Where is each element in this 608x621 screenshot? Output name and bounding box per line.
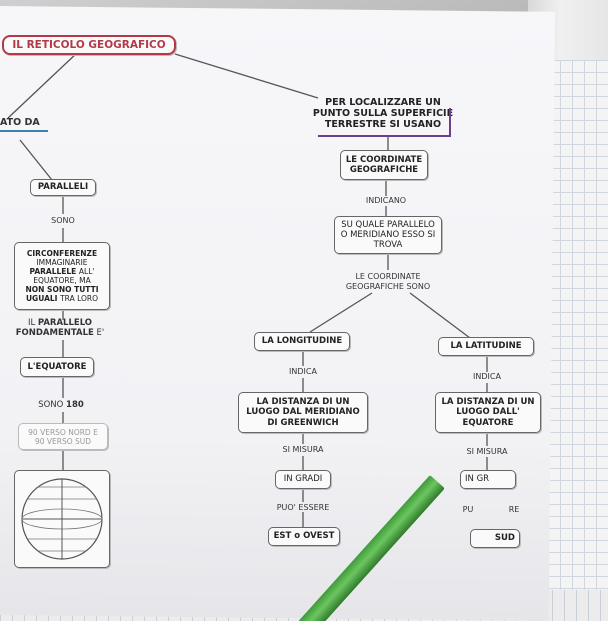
sono-label: SONO xyxy=(51,216,75,225)
in-gradi-left-box: IN GRADI xyxy=(275,470,331,489)
left-partial-underline xyxy=(0,130,48,132)
nord-sud-box: 90 VERSO NORD E 90 VERSO SUD xyxy=(18,423,108,450)
equatore-box: L'EQUATORE xyxy=(20,357,94,377)
est-ovest-box: EST o OVEST xyxy=(268,527,340,546)
title-box: IL RETICOLO GEOGRAFICO xyxy=(2,35,176,55)
puo-essere-left-label: PUO' ESSERE xyxy=(276,503,330,512)
left-partial-label: ATO DA xyxy=(0,117,40,128)
circ-line-6: UGUALI TRA LORO xyxy=(25,294,99,303)
puo-essere-right-label: PU xyxy=(462,505,474,514)
longitude-definition-box: LA DISTANZA DI UN LUOGO DAL MERIDIANO DI… xyxy=(238,392,368,433)
globe-icon xyxy=(21,478,103,560)
puo-essere-right-label-2: RE xyxy=(508,505,520,514)
globe-box xyxy=(14,470,110,568)
notebook-page xyxy=(548,60,608,621)
si-misura-left-label: SI MISURA xyxy=(282,445,324,454)
il-parallelo-label: IL PARALLELO FONDAMENTALE E' xyxy=(15,318,105,339)
longitude-box: LA LONGITUDINE xyxy=(254,332,350,351)
coords-are-label: LE COORDINATE GEOGRAFICHE SONO xyxy=(345,272,431,291)
circ-line-1: CIRCONFERENZE xyxy=(26,249,98,258)
sono-180-label: SONO 180 xyxy=(38,400,84,410)
coordinate-box: LE COORDINATE GEOGRAFICHE xyxy=(340,150,428,180)
paralleli-box: PARALLELI xyxy=(30,179,96,196)
indica-left-label: INDICA xyxy=(289,367,317,376)
in-gradi-right-box: IN GR xyxy=(460,470,516,489)
which-parallel-box: SU QUALE PARALLELO O MERIDIANO ESSO SI T… xyxy=(334,216,442,254)
right-header: PER LOCALIZZARE UN PUNTO SULLA SUPERFICI… xyxy=(312,97,454,130)
indicano-label: INDICANO xyxy=(365,196,407,205)
latitude-box: LA LATITUDINE xyxy=(438,337,534,356)
circ-line-5: NON SONO TUTTI xyxy=(25,285,99,294)
right-header-sidebar xyxy=(449,108,451,137)
latitude-definition-box: LA DISTANZA DI UN LUOGO DALL' EQUATORE xyxy=(435,392,541,433)
right-header-underline xyxy=(318,135,450,137)
indica-right-label: INDICA xyxy=(473,372,501,381)
circ-line-4: EQUATORE, MA xyxy=(33,276,91,285)
circ-line-3: PARALLELE ALL' xyxy=(29,267,95,276)
sud-box: SUD xyxy=(470,529,520,548)
si-misura-right-label: SI MISURA xyxy=(466,447,508,456)
circ-line-2: IMMAGINARIE xyxy=(36,258,88,267)
circonferenze-box: CIRCONFERENZE IMMAGINARIE PARALLELE ALL'… xyxy=(14,242,110,310)
